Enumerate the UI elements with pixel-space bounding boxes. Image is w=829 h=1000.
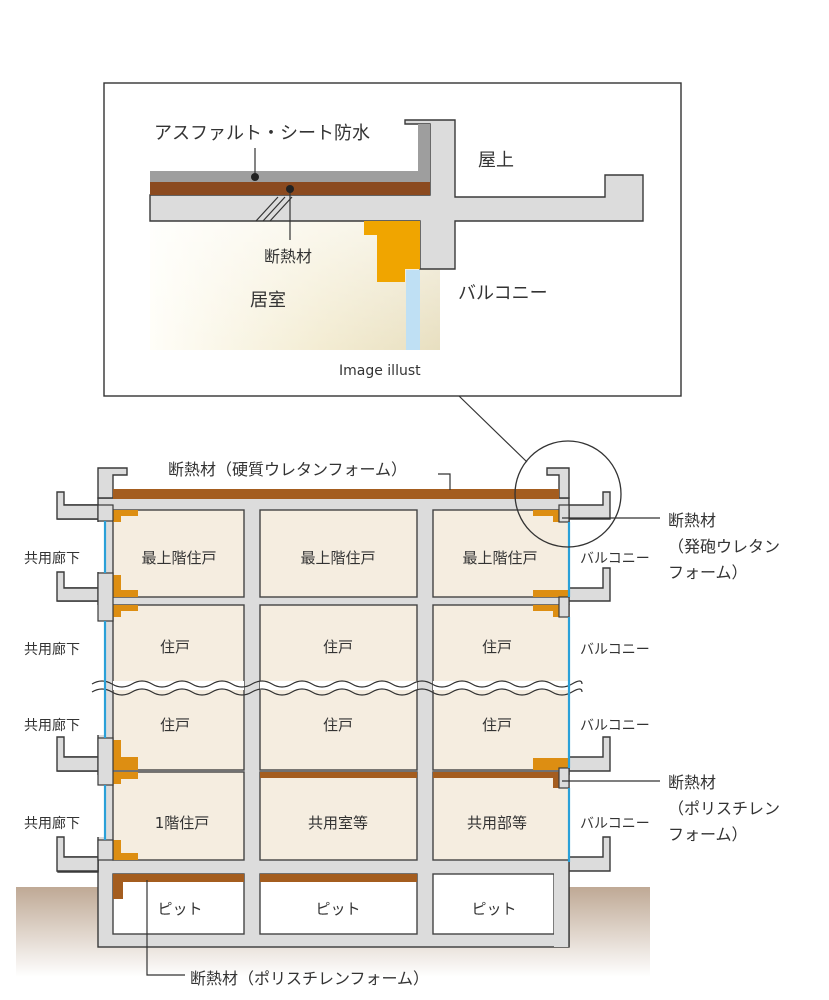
break-lines bbox=[91, 680, 583, 696]
balcony-label: バルコニー bbox=[580, 816, 650, 832]
corridor-label: 共用廊下 bbox=[24, 717, 80, 734]
room-label: 住戸 bbox=[323, 716, 353, 734]
glazing-lines bbox=[103, 521, 571, 862]
zoom-connector-line bbox=[458, 395, 528, 463]
insulation-label: 断熱材 bbox=[264, 247, 312, 266]
balcony-label: バルコニー bbox=[580, 718, 650, 734]
room-label: 住戸 bbox=[323, 638, 353, 656]
balcony-label: バルコニー bbox=[458, 283, 548, 304]
balcony-label: バルコニー bbox=[580, 642, 650, 658]
zoom-circle bbox=[514, 440, 622, 548]
room-label: 共用室等 bbox=[308, 814, 368, 832]
room-labels: 最上階住戸 最上階住戸 最上階住戸 住戸 住戸 住戸 住戸 住戸 住戸 1階住戸… bbox=[141, 549, 537, 832]
foam-insulation-label-3: フォーム） bbox=[668, 563, 748, 582]
room-label: 居室 bbox=[250, 290, 286, 311]
room-label: 共用部等 bbox=[467, 814, 527, 832]
corridor-label: 共用廊下 bbox=[24, 815, 80, 832]
poly-insulation-label-3: フォーム） bbox=[668, 825, 748, 844]
pit-label: ピット bbox=[157, 900, 202, 918]
pit-label: ピット bbox=[471, 900, 516, 918]
corridor-labels: 共用廊下 共用廊下 共用廊下 共用廊下 bbox=[24, 550, 80, 832]
pit-insulation-center bbox=[260, 874, 417, 882]
insulation-marker-dot bbox=[286, 185, 294, 193]
pit-labels: ピット ピット ピット bbox=[157, 900, 516, 918]
pit-insulation-left bbox=[113, 874, 244, 899]
waterproofing-label: アスファルト・シート防水 bbox=[154, 123, 370, 144]
room-label: 住戸 bbox=[160, 638, 190, 656]
pit-insulation-leader bbox=[146, 880, 185, 976]
junction-blocks bbox=[97, 504, 570, 861]
building-section bbox=[56, 440, 660, 976]
room-label: 最上階住戸 bbox=[141, 549, 216, 567]
room-label: 住戸 bbox=[482, 638, 512, 656]
corridor-label: 共用廊下 bbox=[24, 641, 80, 658]
foam-insulation-label-1: 断熱材 bbox=[668, 511, 716, 530]
left-parapet bbox=[97, 467, 128, 499]
balcony-label: バルコニー bbox=[580, 551, 650, 567]
illustration-caption: Image illust bbox=[339, 363, 421, 379]
room-label: 住戸 bbox=[482, 716, 512, 734]
room-label: 住戸 bbox=[160, 716, 190, 734]
foam-insulation-label-2: （発砲ウレタン bbox=[668, 537, 780, 556]
pits bbox=[112, 873, 555, 935]
waterproof-marker-dot bbox=[251, 173, 259, 181]
poly-insulation-label-1: 断熱材 bbox=[668, 773, 716, 792]
poly-insulation-common-room bbox=[260, 772, 417, 778]
corridor-label: 共用廊下 bbox=[24, 550, 80, 567]
foam-insulation-pieces bbox=[113, 510, 569, 860]
room-label: 最上階住戸 bbox=[462, 549, 537, 567]
rooftop-label: 屋上 bbox=[478, 150, 514, 171]
roof-insulation bbox=[113, 489, 559, 499]
pit-insulation-label: 断熱材（ポリスチレンフォーム） bbox=[190, 969, 429, 988]
pit-label: ピット bbox=[315, 900, 360, 918]
poly-insulation-label-2: （ポリスチレン bbox=[668, 799, 780, 818]
room-label: 最上階住戸 bbox=[300, 549, 375, 567]
roof-insulation-label: 断熱材（硬質ウレタンフォーム） bbox=[168, 460, 407, 479]
poly-insulation-common-area bbox=[433, 772, 569, 788]
roof-insulation-leader bbox=[438, 473, 451, 490]
window-glass bbox=[406, 270, 420, 350]
detail-inset: アスファルト・シート防水 断熱材 屋上 居室 バルコニー Image illus… bbox=[103, 82, 682, 397]
right-parapet bbox=[546, 467, 570, 499]
hatch-marks bbox=[255, 196, 293, 222]
balcony-labels: バルコニー バルコニー バルコニー バルコニー bbox=[580, 551, 650, 832]
foam-insulation bbox=[364, 221, 420, 282]
room-label: 1階住戸 bbox=[155, 814, 210, 832]
